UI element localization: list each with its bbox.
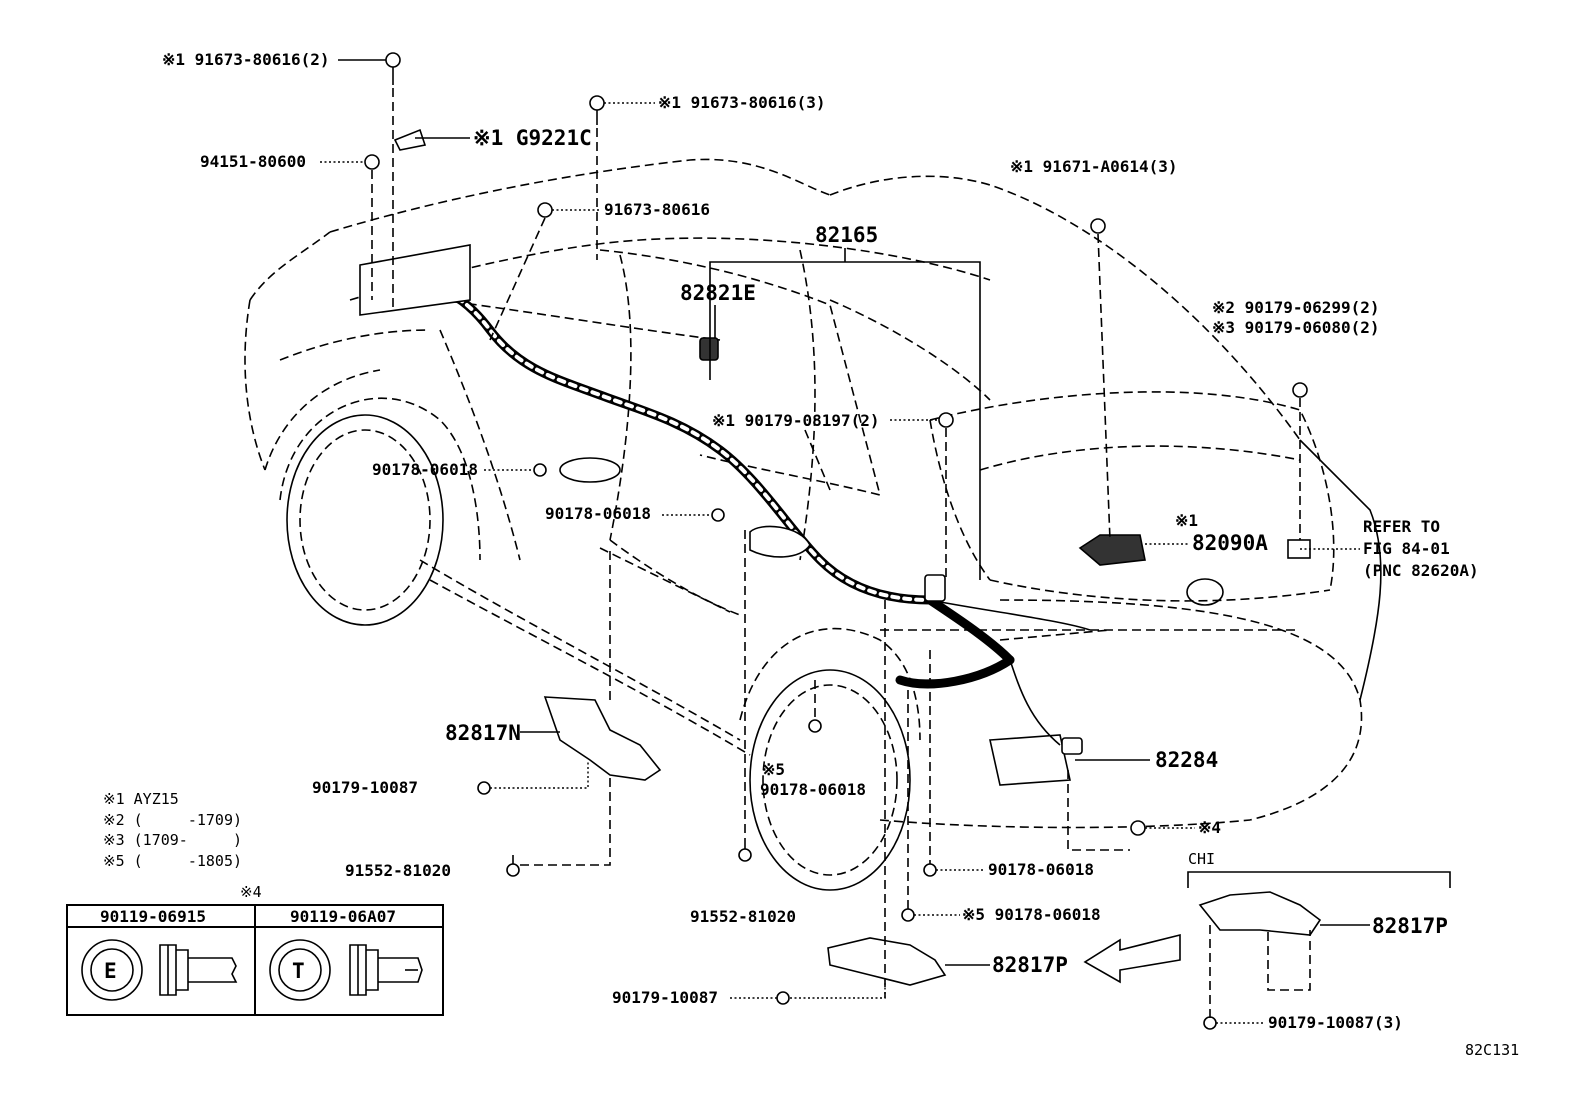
table-col-1: 90119-06915 — [100, 907, 206, 926]
label-nut-10087-a: 90179-10087 — [312, 778, 418, 797]
label-chi: CHI — [1188, 850, 1215, 868]
label-clip-90178-a: 90178-06018 — [372, 460, 478, 479]
label-refer-3: (PNC 82620A) — [1363, 561, 1479, 580]
label-note-1: ※1 — [1175, 511, 1198, 530]
label-bracket-g9221c: ※1 G9221C — [473, 126, 592, 150]
label-nut-10087-b: 90179-10087 — [612, 988, 718, 1007]
bolt-e-icon: E — [81, 939, 238, 1001]
label-nut-08197: ※1 90179-08197(2) — [712, 411, 880, 430]
label-bolt-a0614: ※1 91671-A0614(3) — [1010, 157, 1178, 176]
label-clip-90178-c: 90178-06018 — [760, 780, 866, 799]
label-clip-2: ※2 90179-06299(2) — [1212, 298, 1380, 317]
fastener-table: ※4 90119-06915 90119-06A07 E T — [66, 883, 444, 1016]
label-clip-90178-d: 90178-06018 — [988, 860, 1094, 879]
label-bolt-81020-b: 91552-81020 — [690, 907, 796, 926]
label-harness-82821e: 82821E — [680, 281, 756, 305]
legend-line-2: ※2 ( -1709) — [103, 811, 242, 829]
legend-line-4: ※5 ( -1805) — [103, 852, 242, 870]
label-nut-10087-c: 90179-10087(3) — [1268, 1013, 1403, 1032]
label-bolt-top-left: ※1 91673-80616(2) — [162, 50, 330, 69]
wire-harness — [359, 128, 1146, 755]
applicability-legend: ※1 AYZ15 ※2 ( -1709) ※3 (1709- ) ※5 ( -1… — [103, 790, 242, 870]
legend-line-3: ※3 (1709- ) — [103, 831, 242, 849]
label-bolt-81020-a: 91552-81020 — [345, 861, 451, 880]
label-clip-3: ※3 90179-06080(2) — [1212, 318, 1380, 337]
leader-lines — [320, 59, 1451, 1024]
table-symbol-1: E — [104, 959, 117, 983]
label-cover-82817p-a: 82817P — [992, 953, 1068, 977]
table-symbol-2: T — [292, 959, 305, 983]
label-bolt-top-mid: ※1 91673-80616(3) — [658, 93, 826, 112]
label-bolt-91673: 91673-80616 — [604, 200, 710, 219]
table-note: ※4 — [240, 883, 262, 901]
label-clip-90178-b: 90178-06018 — [545, 504, 651, 523]
covers — [543, 696, 1322, 986]
label-note-5a: ※5 — [762, 760, 785, 779]
label-harness-82165: 82165 — [815, 223, 878, 247]
label-refer-1: REFER TO — [1363, 517, 1440, 536]
callout-labels: ※1 91673-80616(2) ※1 91673-80616(3) ※1 G… — [162, 50, 1519, 1059]
legend-line-1: ※1 AYZ15 — [103, 790, 179, 808]
label-note-4: ※4 — [1198, 818, 1221, 837]
label-harness-82284: 82284 — [1155, 748, 1218, 772]
label-clip-90178-e: ※5 90178-06018 — [962, 905, 1101, 924]
bolt-t-icon: T — [269, 939, 423, 1001]
table-col-2: 90119-06A07 — [290, 907, 396, 926]
label-cover-82817n: 82817N — [445, 721, 521, 745]
label-harness-82090a: 82090A — [1192, 531, 1268, 555]
label-cover-82817p-b: 82817P — [1372, 914, 1448, 938]
diagram-code: 82C131 — [1465, 1041, 1519, 1059]
label-refer-2: FIG 84-01 — [1363, 539, 1450, 558]
fasteners — [364, 52, 1311, 1030]
label-nut-94151: 94151-80600 — [200, 152, 306, 171]
